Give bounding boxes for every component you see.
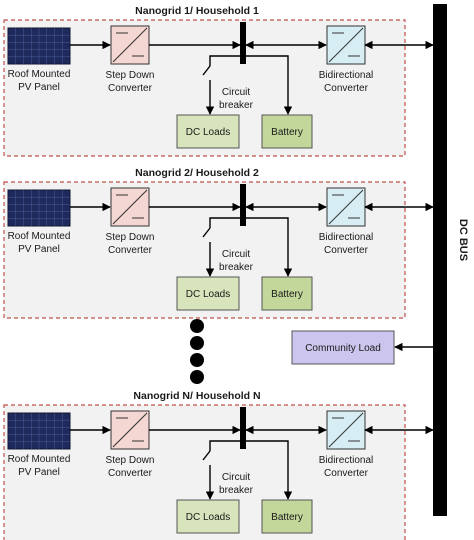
local-bus-bar: [240, 407, 246, 449]
breaker-feed-line: [209, 217, 240, 228]
dc-loads-box: [176, 114, 240, 149]
battery-box: [261, 114, 313, 149]
bidirectional-label-line1: Bidirectional: [319, 455, 373, 466]
ellipsis-dots: [190, 319, 204, 384]
breaker-label-line2: breaker: [219, 262, 254, 273]
pv-label-line2: PV Panel: [18, 82, 60, 93]
pv-panel-icon: [7, 27, 71, 65]
breaker-label-line2: breaker: [219, 485, 254, 496]
ellipsis-dot: [190, 370, 204, 384]
step-down-label-line2: Converter: [108, 245, 153, 256]
converter-diagonal: [112, 27, 148, 63]
battery-label: Battery: [271, 289, 303, 300]
converter-diagonal: [328, 412, 364, 448]
pv-panel-icon: [7, 412, 71, 450]
nanogrid-title: Nanogrid 2/ Household 2: [135, 167, 259, 179]
ellipsis-dot: [190, 336, 204, 350]
community-load-label: Community Load: [305, 343, 381, 354]
circuit-breaker-switch: [202, 450, 211, 461]
pv-label-line1: Roof Mounted: [8, 454, 71, 465]
bidirectional-label-line2: Converter: [324, 245, 369, 256]
nanogrid-group: Nanogrid N/ Household N Roof Mounted PV Pa…: [3, 390, 434, 540]
dc-bus: [433, 4, 447, 516]
dc-loads-label: DC Loads: [186, 512, 230, 523]
breaker-label-line2: breaker: [219, 100, 254, 111]
bus-to-battery-arrow: [246, 55, 293, 115]
battery-box: [261, 276, 313, 311]
bidirectional-label-line1: Bidirectional: [319, 70, 373, 81]
breaker-label-line1: Circuit: [222, 249, 251, 260]
nanogrid-title: Nanogrid N/ Household N: [133, 390, 260, 402]
step-down-label-line1: Step Down: [106, 70, 155, 81]
bidirectional-label-line1: Bidirectional: [319, 232, 373, 243]
bus-to-battery-arrow: [246, 217, 293, 277]
breaker-label-line1: Circuit: [222, 472, 251, 483]
local-bus-bar: [240, 184, 246, 226]
nanogrid-group: Nanogrid 2/ Household 2 Roof Mounted PV Pa…: [3, 167, 434, 319]
dc-loads-label: DC Loads: [186, 289, 230, 300]
dc-bus-label: DC BUS: [457, 219, 469, 261]
nanogrid-title: Nanogrid 1/ Household 1: [135, 5, 259, 17]
dc-loads-box: [176, 499, 240, 534]
step-down-label-line1: Step Down: [106, 232, 155, 243]
ellipsis-dot: [190, 353, 204, 367]
breaker-label-line1: Circuit: [222, 87, 251, 98]
step-down-label-line1: Step Down: [106, 455, 155, 466]
pv-label-line2: PV Panel: [18, 467, 60, 478]
dc-loads-box: [176, 276, 240, 311]
pv-label-line1: Roof Mounted: [8, 69, 71, 80]
breaker-feed-line: [209, 55, 240, 66]
battery-box: [261, 499, 313, 534]
step-down-label-line2: Converter: [108, 468, 153, 479]
converter-diagonal: [112, 412, 148, 448]
converter-diagonal: [328, 27, 364, 63]
pv-label-line2: PV Panel: [18, 244, 60, 255]
converter-diagonal: [112, 189, 148, 225]
local-bus-bar: [240, 22, 246, 64]
nanogrid-group: Nanogrid 1/ Household 1 Roof Mounted PV Pa…: [3, 5, 434, 157]
circuit-breaker-switch: [202, 65, 211, 76]
battery-label: Battery: [271, 512, 303, 523]
circuit-breaker-switch: [202, 227, 211, 238]
ellipsis-dot: [190, 319, 204, 333]
pv-panel-icon: [7, 189, 71, 227]
bidirectional-label-line2: Converter: [324, 83, 369, 94]
dc-loads-label: DC Loads: [186, 127, 230, 138]
bus-to-battery-arrow: [246, 440, 293, 500]
bidirectional-label-line2: Converter: [324, 468, 369, 479]
battery-label: Battery: [271, 127, 303, 138]
converter-diagonal: [328, 189, 364, 225]
pv-label-line1: Roof Mounted: [8, 231, 71, 242]
community-load-box: [291, 330, 395, 365]
step-down-label-line2: Converter: [108, 83, 153, 94]
breaker-feed-line: [209, 440, 240, 451]
